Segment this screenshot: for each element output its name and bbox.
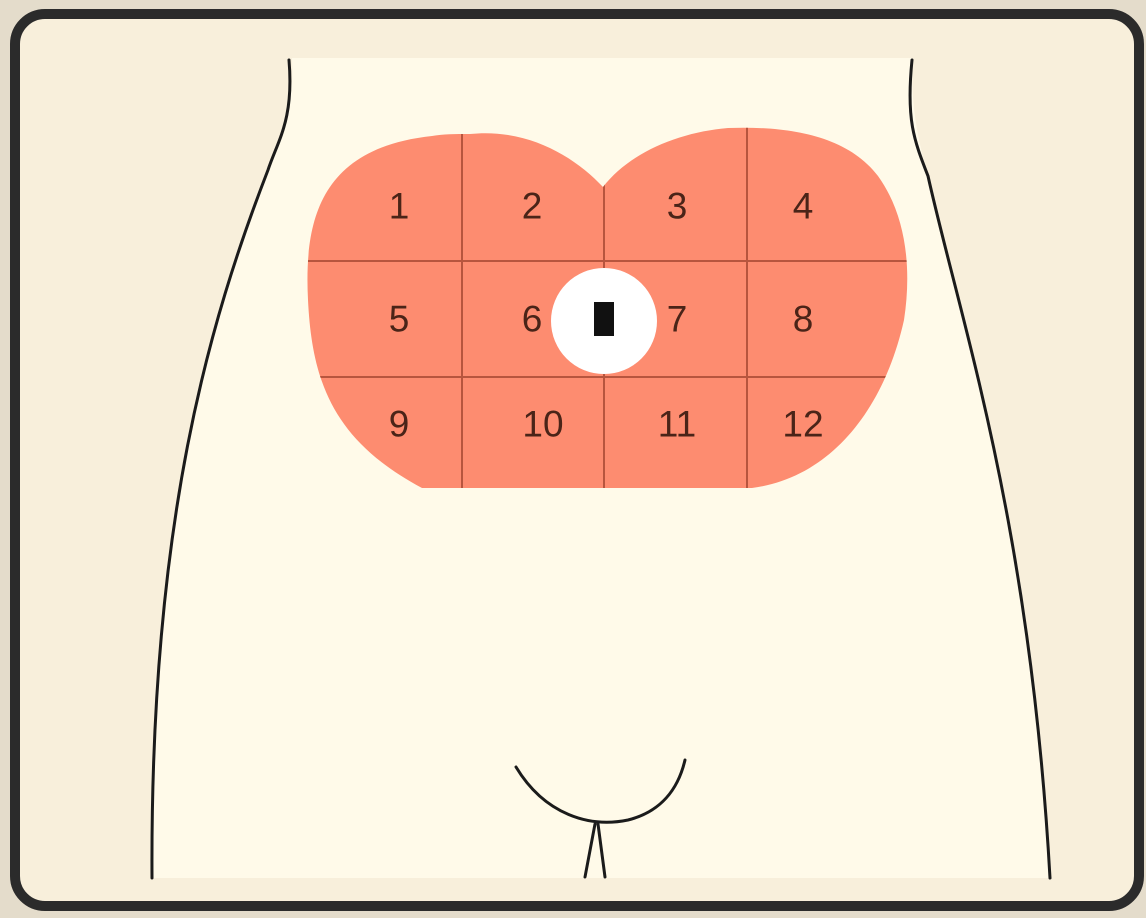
zone-label-8: 8 bbox=[793, 299, 814, 340]
zone-label-11: 11 bbox=[658, 404, 696, 445]
zone-label-7: 7 bbox=[667, 299, 688, 340]
zone-label-3: 3 bbox=[667, 186, 688, 227]
zone-label-6: 6 bbox=[522, 299, 543, 340]
zone-label-9: 9 bbox=[389, 404, 410, 445]
zone-label-10: 10 bbox=[522, 404, 563, 445]
zone-label-1: 1 bbox=[389, 186, 410, 227]
zone-label-12: 12 bbox=[782, 404, 823, 445]
zone-label-4: 4 bbox=[793, 186, 814, 227]
zone-label-2: 2 bbox=[522, 186, 543, 227]
navel-exclusion bbox=[551, 268, 657, 374]
navel-marker bbox=[594, 302, 614, 336]
zone-label-5: 5 bbox=[389, 299, 410, 340]
